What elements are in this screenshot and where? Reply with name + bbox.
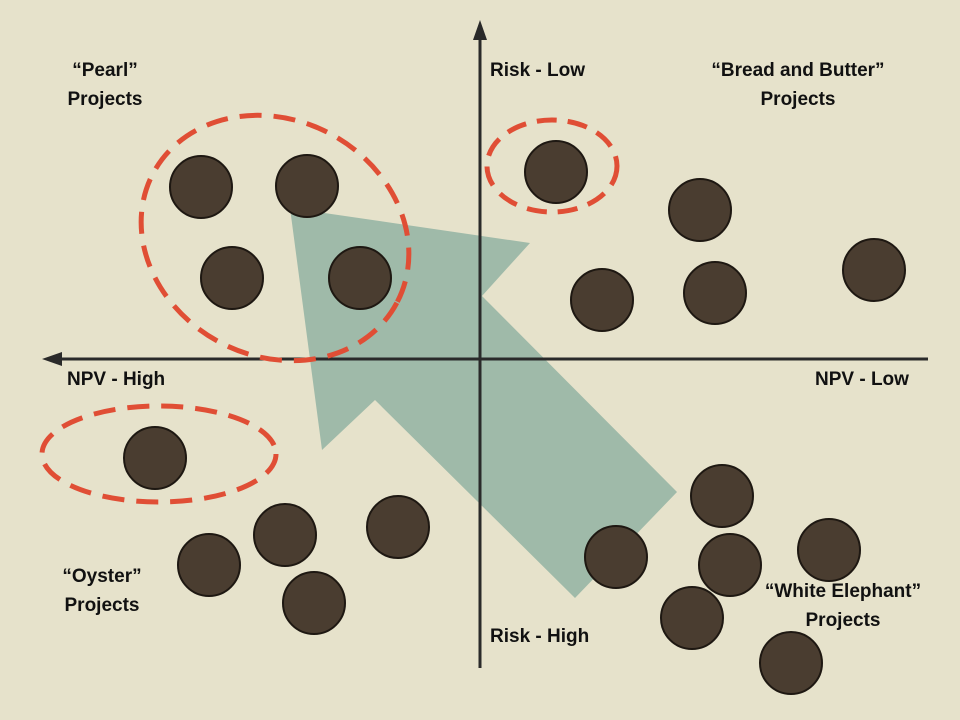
oyster-highlight-ellipse bbox=[39, 403, 279, 505]
pearl-highlight-ellipse bbox=[138, 112, 412, 364]
project-circle bbox=[842, 238, 906, 302]
pearl-subtitle: Projects bbox=[67, 89, 143, 110]
project-circle bbox=[584, 525, 648, 589]
project-circle bbox=[169, 155, 233, 219]
project-circle bbox=[690, 464, 754, 528]
project-circle bbox=[282, 571, 346, 635]
project-circle bbox=[660, 586, 724, 650]
pearl-title: “Pearl” bbox=[72, 60, 138, 81]
project-circle bbox=[275, 154, 339, 218]
project-circle bbox=[698, 533, 762, 597]
white-elephant-title: “White Elephant” bbox=[764, 581, 922, 602]
npv-low-label: NPV - Low bbox=[815, 369, 909, 390]
white-elephant-subtitle: Projects bbox=[805, 610, 881, 631]
bread-butter-subtitle: Projects bbox=[760, 89, 836, 110]
bread-butter-title: “Bread and Butter” bbox=[711, 60, 885, 81]
npv-high-label: NPV - High bbox=[67, 369, 166, 390]
project-circle bbox=[123, 426, 187, 490]
risk-low-label: Risk - Low bbox=[490, 60, 586, 81]
project-circles bbox=[123, 140, 906, 695]
project-circle bbox=[366, 495, 430, 559]
axis-arrowhead-left bbox=[42, 352, 62, 366]
bread-butter-projects-label: “Bread and Butter” Projects bbox=[688, 56, 908, 114]
project-circle bbox=[668, 178, 732, 242]
project-circle bbox=[759, 631, 823, 695]
project-circle bbox=[570, 268, 634, 332]
project-circle bbox=[253, 503, 317, 567]
oyster-subtitle: Projects bbox=[64, 595, 140, 616]
direction-arrow bbox=[290, 208, 677, 598]
pearl-projects-label: “Pearl” Projects bbox=[45, 56, 165, 114]
project-circle bbox=[683, 261, 747, 325]
white-elephant-projects-label: “White Elephant” Projects bbox=[748, 577, 938, 635]
axis-arrowhead-top bbox=[473, 20, 487, 40]
project-circle bbox=[797, 518, 861, 582]
project-circle bbox=[328, 246, 392, 310]
bread-butter-highlight-ellipse bbox=[484, 117, 620, 215]
risk-high-label: Risk - High bbox=[490, 626, 590, 647]
oyster-projects-label: “Oyster” Projects bbox=[42, 562, 162, 620]
project-circle bbox=[200, 246, 264, 310]
project-circle bbox=[524, 140, 588, 204]
project-circle bbox=[177, 533, 241, 597]
oyster-title: “Oyster” bbox=[62, 566, 142, 587]
